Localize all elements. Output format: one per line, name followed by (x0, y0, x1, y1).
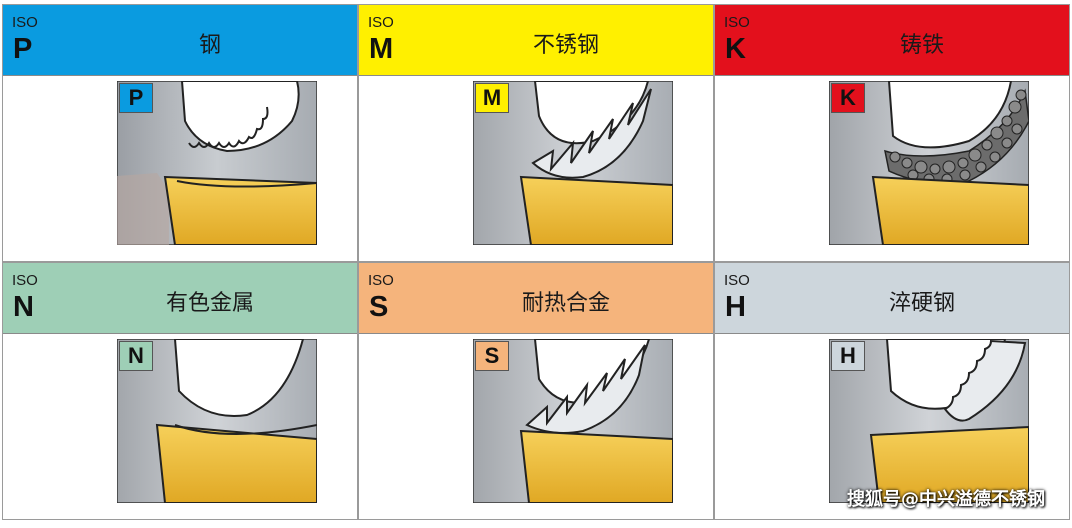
iso-label: ISO (724, 272, 750, 289)
iso-letter: H (725, 291, 746, 323)
iso-label: ISO (12, 272, 38, 289)
material-header-p: ISO P 钢 (3, 5, 357, 76)
material-name: 钢 (198, 33, 221, 58)
badge-m: M (475, 83, 509, 113)
material-grid: ISO P 钢 P (2, 4, 1070, 524)
iso-letter: K (725, 33, 746, 65)
badge-n: N (119, 341, 153, 371)
material-cell-m: ISO M 不锈钢 M (358, 4, 714, 262)
badge-k: K (831, 83, 865, 113)
material-name: 不锈钢 (532, 33, 599, 58)
iso-letter: P (13, 33, 33, 65)
material-header-h: ISO H 淬硬钢 (715, 263, 1069, 334)
iso-label: ISO (368, 272, 394, 289)
chip-drawing (116, 80, 318, 246)
chip-drawing (116, 338, 318, 504)
iso-label: ISO (368, 14, 394, 31)
badge-s: S (475, 341, 509, 371)
material-name: 耐热合金 (521, 291, 610, 316)
iso-label: ISO (12, 14, 38, 31)
chip-illustration-m: M (472, 80, 674, 246)
watermark-text: 搜狐号@中兴溢德不锈钢 (847, 489, 1045, 510)
chip-illustration-n: N (116, 338, 318, 504)
iso-label: ISO (724, 14, 750, 31)
material-name: 有色金属 (165, 291, 254, 316)
material-name: 铸铁 (899, 33, 944, 58)
badge-p: P (119, 83, 153, 113)
material-header-n: ISO N 有色金属 (3, 263, 357, 334)
material-header-s: ISO S 耐热合金 (359, 263, 713, 334)
material-header-m: ISO M 不锈钢 (359, 5, 713, 76)
iso-letter: S (369, 291, 389, 323)
material-name: 淬硬钢 (888, 291, 955, 316)
chip-illustration-s: S (472, 338, 674, 504)
badge-h: H (831, 341, 865, 371)
material-cell-p: ISO P 钢 P (2, 4, 358, 262)
material-cell-n: ISO N 有色金属 N (2, 262, 358, 520)
material-header-k: ISO K 铸铁 (715, 5, 1069, 76)
chip-illustration-h: H (828, 338, 1030, 504)
material-cell-h: ISO H 淬硬钢 H 搜狐号@中兴溢德不锈钢 (714, 262, 1070, 520)
material-cell-s: ISO S 耐热合金 S (358, 262, 714, 520)
chip-drawing (828, 338, 1030, 504)
iso-letter: N (13, 291, 34, 323)
material-cell-k: ISO K 铸铁 (714, 4, 1070, 262)
iso-letter: M (369, 33, 394, 65)
chip-illustration-k: K (828, 80, 1030, 246)
chip-illustration-p: P (116, 80, 318, 246)
